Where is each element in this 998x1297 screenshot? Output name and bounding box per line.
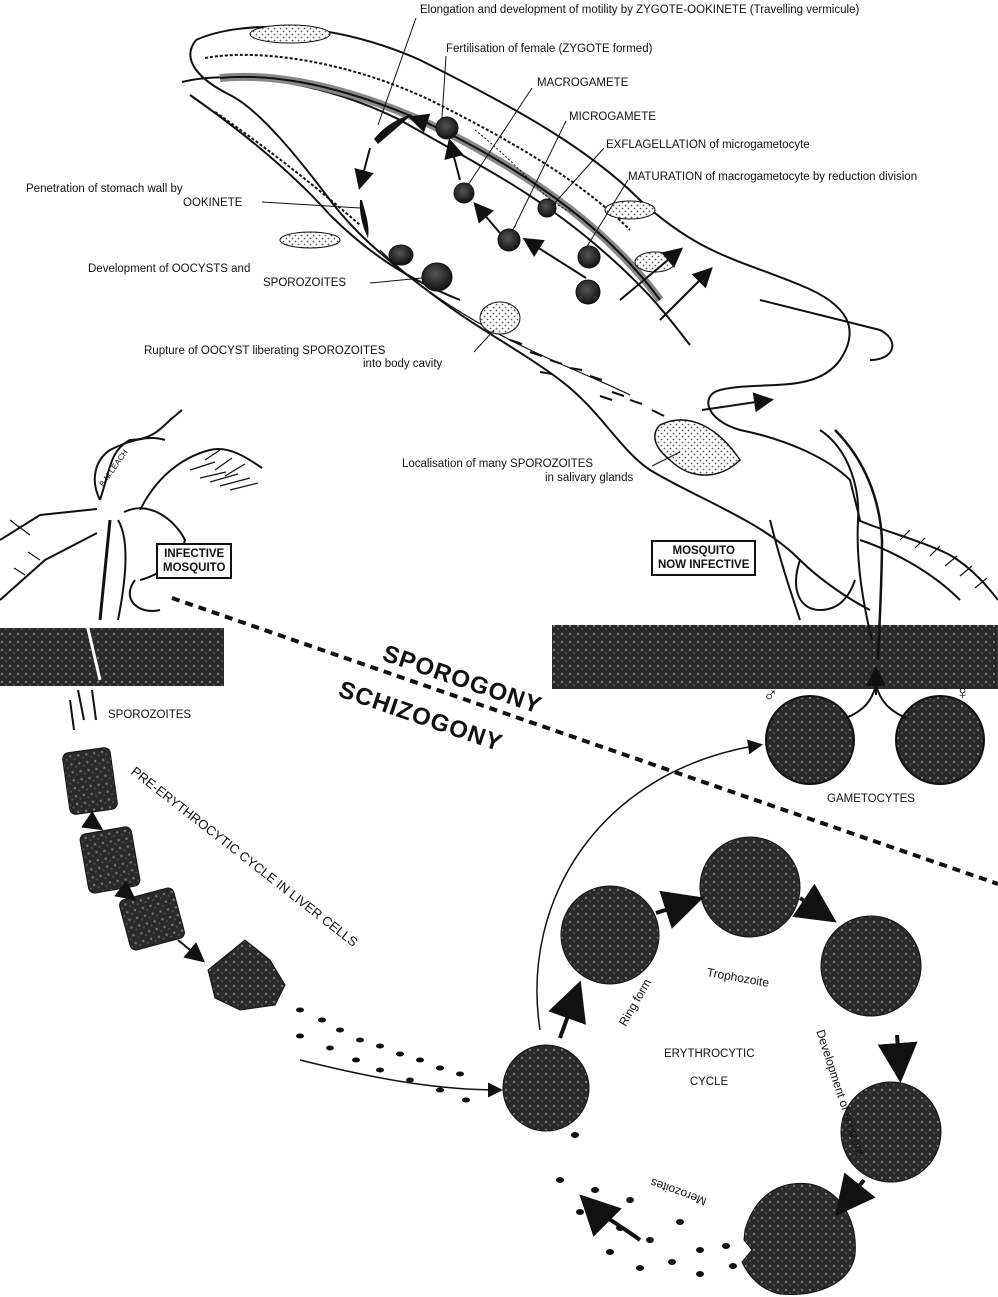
- liver-cell-rupturing: [208, 940, 285, 1010]
- label-salivary-2: in salivary glands: [545, 471, 633, 485]
- released-merozoites: [556, 1132, 737, 1277]
- right-mosquito-legs: [900, 530, 987, 588]
- left-skin-block: [0, 628, 224, 686]
- label-oocysts-2: SPOROZOITES: [263, 276, 346, 290]
- now-infective-line-2: NOW INFECTIVE: [658, 558, 749, 572]
- female-gametocyte: [896, 696, 984, 784]
- label-gametocytes: GAMETOCYTES: [827, 792, 915, 806]
- erythrocyte-trophozoite: [700, 837, 800, 937]
- label-macrogamete: MACROGAMETE: [537, 76, 628, 90]
- label-microgamete: MICROGAMETE: [569, 110, 656, 124]
- label-sporozoites: SPOROZOITES: [108, 708, 191, 722]
- label-salivary-1: Localisation of many SPOROZOITES: [402, 457, 593, 471]
- now-infective-line-1: MOSQUITO: [658, 544, 749, 558]
- label-elongation: Elongation and development of motility b…: [420, 3, 859, 17]
- erythrocyte-ring-form: [561, 886, 659, 984]
- liver-cell-1: [62, 747, 118, 815]
- liver-cell-3: [118, 887, 186, 952]
- liver-cell-2: [79, 826, 141, 894]
- female-symbol: ♀: [955, 686, 970, 700]
- infective-line-1: INFECTIVE: [163, 547, 225, 561]
- label-penetration-2: OOKINETE: [183, 196, 242, 210]
- mosquito-stomach-illustration: [182, 27, 892, 610]
- label-exflagellation: EXFLAGELLATION of microgametocyte: [606, 138, 810, 152]
- erythrocyte-infected: [503, 1045, 589, 1131]
- male-gametocyte: [766, 696, 854, 784]
- right-skin-block: [552, 625, 998, 689]
- left-mosquito-illustration: [0, 410, 262, 620]
- erythrocyte-rupturing: [742, 1183, 855, 1294]
- label-erythrocytic-2: CYCLE: [664, 1075, 754, 1089]
- label-erythrocytic-1: ERYTHROCYTIC: [664, 1047, 754, 1061]
- label-maturation: MATURATION of macrogametocyte by reducti…: [628, 170, 917, 184]
- infective-line-2: MOSQUITO: [163, 561, 225, 575]
- label-fertilisation: Fertilisation of female (ZYGOTE formed): [446, 42, 652, 56]
- infective-mosquito-box: INFECTIVE MOSQUITO: [156, 543, 232, 579]
- liver-cell-sequence: [62, 690, 285, 1010]
- erythrocyte-early-schizont: [821, 916, 921, 1016]
- erythrocytic-cycle: [503, 837, 941, 1294]
- mosquito-now-infective-box: MOSQUITO NOW INFECTIVE: [651, 540, 756, 576]
- male-symbol: ♂: [763, 688, 778, 702]
- label-oocysts-1: Development of OOCYSTS and: [88, 262, 250, 276]
- merozoite-stream: [296, 1008, 470, 1103]
- label-penetration-1: Penetration of stomach wall by: [26, 182, 183, 196]
- label-rupture-2: into body cavity: [363, 357, 442, 371]
- label-rupture-1: Rupture of OOCYST liberating SPOROZOITES: [144, 344, 385, 358]
